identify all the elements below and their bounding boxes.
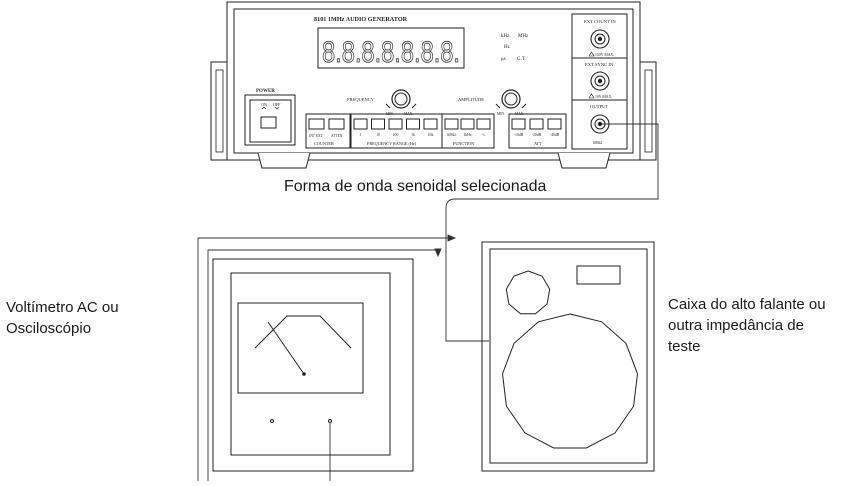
meter-case [212,258,414,472]
right-handle [639,61,657,161]
unit-khz: kHz [501,34,510,39]
unit-gt: G.T [517,57,525,62]
ext-sync-in-note: 10V MAX. [595,95,612,99]
ac-voltmeter [212,258,414,472]
counter-key-group [305,113,351,149]
att-group-label: ATT [534,141,542,146]
tweeter [505,270,551,315]
unit-mhz: MHz [518,34,529,39]
audio-generator: 8101 1MHz AUDIO GENERATOR 8.8.8.8.8.8.8.… [210,1,657,169]
power-switch[interactable] [260,116,277,129]
output-impedance: 600Ω [593,140,602,145]
att-key-label-1: -20dB [532,133,542,137]
amplitude-knob[interactable] [501,89,521,109]
meter-terminal-v[interactable] [328,419,332,423]
power-panel [244,94,296,146]
ext-count-in-note: 150V MAX. [595,53,614,57]
meter-caption-line2: Osciloscópio [6,320,92,337]
function-key-label-2: ∿ [482,133,485,137]
range-key-label-4: 10k [428,133,434,137]
range-key-label-2: 100 [393,133,399,137]
frequency-knob-label: FREQUENCY [347,97,375,102]
speaker-caption-line1: Caixa do alto falante ou [668,296,826,313]
ext-sync-in-jack[interactable] [590,71,610,91]
speaker-panel [576,265,621,285]
speaker-caption-line3: teste [668,338,701,355]
generator-case [226,1,641,161]
att-key-label-0: -10dB [514,133,524,137]
range-key-label-0: 1 [360,133,362,137]
ext-count-in-jack[interactable] [590,29,610,49]
display-digits: 8.8.8.8.8.8.8. [322,36,460,69]
att-key-1[interactable] [529,118,544,130]
range-key-1[interactable] [371,118,385,130]
meter-face [237,302,364,394]
meter-caption: Voltímetro AC ou Osciloscópio [6,297,119,339]
speaker-case [481,241,655,472]
function-key-1[interactable] [460,118,475,130]
ext-sync-in-label: EXT SYNC IN [585,62,614,67]
range-key-0[interactable] [353,118,368,130]
test-leads [197,123,659,481]
amplitude-knob-label: AMPLITUDE [458,97,484,102]
ext-count-in-label: EXT COUNT IN [584,19,616,24]
power-off-label: OFF [273,102,281,107]
function-key-0[interactable] [444,118,459,130]
att-key-group [508,113,567,149]
function-key-label-0: 600Ω [447,133,456,137]
meter-needle [267,321,305,375]
meter-caption-line1: Voltímetro AC ou [6,299,119,316]
speaker-cabinet [481,241,655,472]
output-label: OUTPUT [590,104,608,109]
range-key-3[interactable] [406,118,420,130]
counter-group-label: COUNTER [314,141,334,146]
range-key-label-1: 10 [376,133,380,137]
range-key-4[interactable] [423,118,438,130]
left-handle [210,61,228,161]
jack-panel [571,13,628,150]
att-key-0[interactable] [511,118,526,130]
meter-scale-arc [254,315,352,349]
range-key-2[interactable] [388,118,403,130]
meter-terminal-com[interactable] [270,419,274,423]
power-label: POWER [256,89,275,94]
waveform-caption: Forma de onda senoidal selecionada [284,178,547,195]
att-key-2[interactable] [547,118,562,130]
key-atten-label: ATTEN [331,134,343,138]
key-atten[interactable] [328,118,345,130]
key-int-ext-label: INT EXT [309,134,324,138]
function-key-group [441,113,495,149]
power-on-label: ON [261,102,267,107]
function-key-label-1: 1kHz [463,133,472,137]
unit-us: μs [501,57,506,62]
function-group-label: FUNCTION [453,141,474,146]
speaker-caption: Caixa do alto falante ou outra impedânci… [668,294,826,357]
frequency-knob[interactable] [391,89,411,109]
woofer [501,313,639,449]
frequency-display [317,27,465,69]
range-group-label: FREQUENCY RANGE (Hz) [367,141,417,146]
generator-title: 8101 1MHz AUDIO GENERATOR [314,16,408,23]
speaker-caption-line2: outra impedância de [668,317,804,334]
function-key-2[interactable] [476,118,491,130]
range-key-label-3: 1k [411,133,415,137]
amplitude-min-label: MIN. [497,112,505,116]
att-key-label-2: -40dB [550,133,560,137]
unit-hz: Hz [504,45,511,50]
key-int-ext[interactable] [308,118,325,130]
